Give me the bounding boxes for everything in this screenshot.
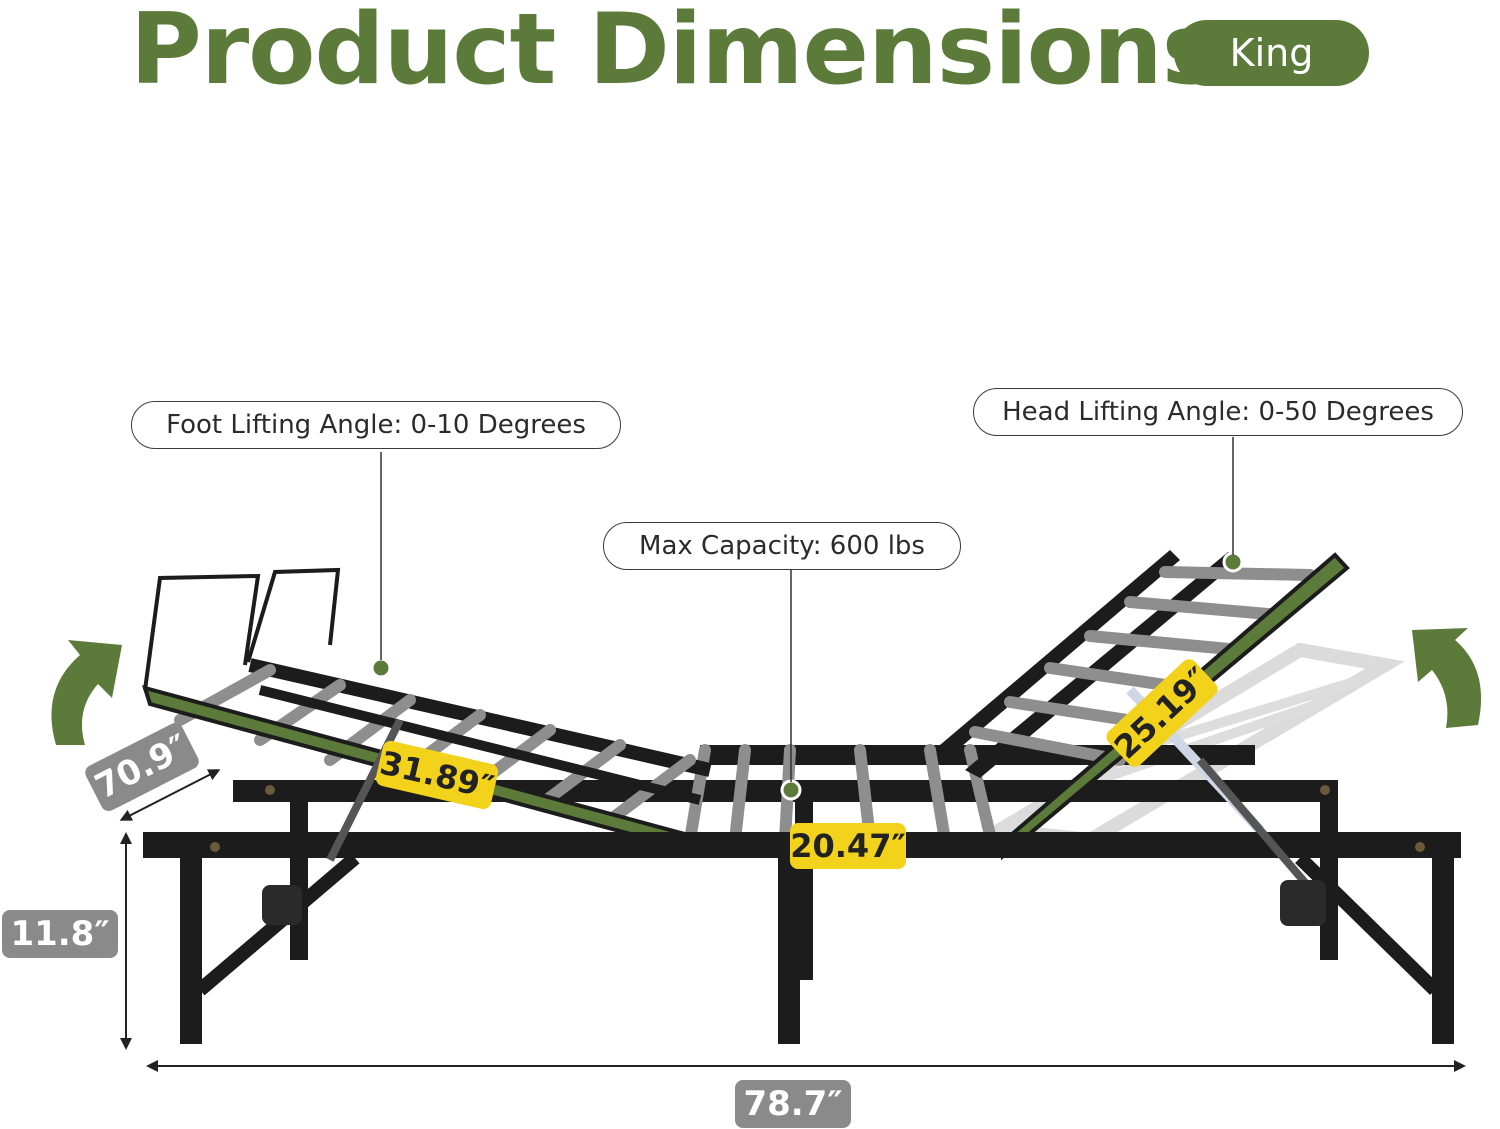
width-dimension-line xyxy=(119,769,221,821)
foot-panel xyxy=(142,567,712,853)
foot-lifting-angle-callout: Foot Lifting Angle: 0-10 Degrees xyxy=(131,401,621,449)
cross-braces xyxy=(195,852,1440,996)
size-badge: King xyxy=(1174,20,1369,86)
motors xyxy=(262,880,1326,926)
length-dimension-label: 78.7″ xyxy=(735,1080,851,1128)
lift-arrow-right-icon xyxy=(1412,628,1482,728)
max-capacity-callout: Max Capacity: 600 lbs xyxy=(603,522,961,570)
middle-segment-label: 20.47″ xyxy=(790,823,906,869)
height-dimension-label: 11.8″ xyxy=(2,910,118,958)
head-lifting-angle-callout: Head Lifting Angle: 0-50 Degrees xyxy=(973,388,1463,436)
page-title: Product Dimensions xyxy=(130,0,1220,107)
lift-arrow-left-icon xyxy=(51,640,122,745)
